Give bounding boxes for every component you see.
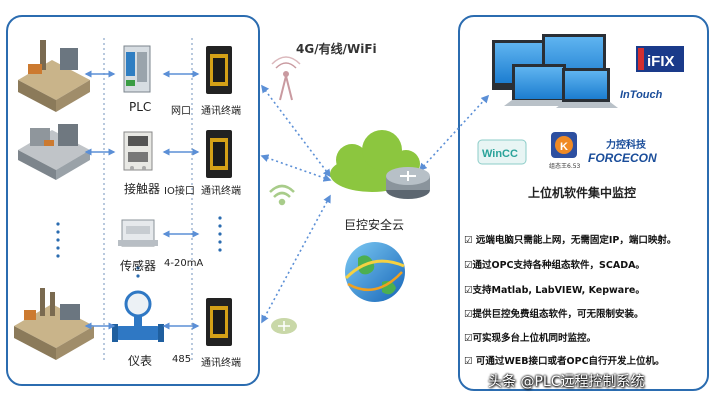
contactor-icon [123, 131, 153, 171]
host-title: 上位机软件集中监控 [528, 186, 637, 200]
svg-text:K: K [560, 141, 568, 153]
kingview-logo-text: 组态王6.53 [549, 162, 581, 170]
port-label-sensor: 4-20mA [164, 258, 204, 269]
feature-item: ☑支持Matlab, LabVIEW, Kepware。 [464, 285, 645, 296]
meter-icon [112, 290, 164, 342]
feature-item: ☑可实现多台上位机同时监控。 [464, 333, 597, 344]
router-icon [386, 167, 430, 199]
ifix-logo: iFIX [636, 46, 684, 72]
wifi-icon [269, 184, 295, 206]
intouch-logo-text: InTouch [620, 89, 663, 101]
more-dots [56, 216, 222, 278]
ifix-logo-text: iFIX [647, 53, 675, 70]
link-arrows [84, 70, 200, 330]
port-label-plc: 网口 [171, 106, 191, 117]
feature-item: ☑ 远端电脑只需能上网，无需固定IP，端口映射。 [464, 235, 677, 246]
device-name-meter: 仪表 [128, 354, 153, 368]
factory-icon [18, 124, 90, 180]
terminal-label-meter: 通讯终端 [201, 358, 241, 369]
forcecon-logo: 力控科技 FORCECON [588, 138, 657, 165]
forcecon-en-text: FORCECON [588, 151, 657, 165]
factory-icon [18, 40, 90, 112]
terminal-label-plc: 通讯终端 [201, 106, 241, 117]
terminal-icon [206, 46, 232, 94]
terminal-icon [206, 130, 232, 178]
cloud-label: 巨控安全云 [344, 218, 405, 232]
feature-item: ☑提供巨控免费组态软件，可无限制安装。 [464, 309, 644, 320]
network-label: 4G/有线/WiFi [296, 42, 377, 56]
terminal-icon [206, 298, 232, 346]
wincc-logo: WinCC [477, 139, 527, 165]
feature-item: ☑通过OPC支持各种组态软件，SCADA。 [464, 260, 645, 271]
laptop-icon [504, 64, 574, 106]
router-icon [271, 318, 297, 334]
device-name-sensor: 传感器 [120, 259, 157, 273]
laptop-icon [556, 68, 618, 108]
network-arrows [260, 84, 490, 324]
port-label-contactor: IO接口 [164, 186, 195, 197]
device-name-contactor: 接触器 [124, 182, 161, 196]
globe-icon [344, 242, 405, 302]
port-label-meter: 485 [172, 354, 192, 365]
wincc-logo-text: WinCC [482, 148, 518, 160]
device-name-plc: PLC [129, 100, 152, 114]
forcecon-cn-text: 力控科技 [606, 138, 647, 151]
plc-icon [123, 45, 151, 93]
kingview-logo: K 组态王6.53 [549, 132, 581, 170]
terminal-label-contactor: 通讯终端 [201, 186, 241, 197]
factory-icon [14, 288, 94, 360]
feature-item: ☑ 可通过WEB接口或者OPC自行开发上位机。 [464, 356, 665, 367]
signal-tower-icon [271, 56, 301, 101]
sensor-icon [118, 219, 158, 247]
watermark: 头条 @PLC远程控制系统 [488, 374, 645, 390]
